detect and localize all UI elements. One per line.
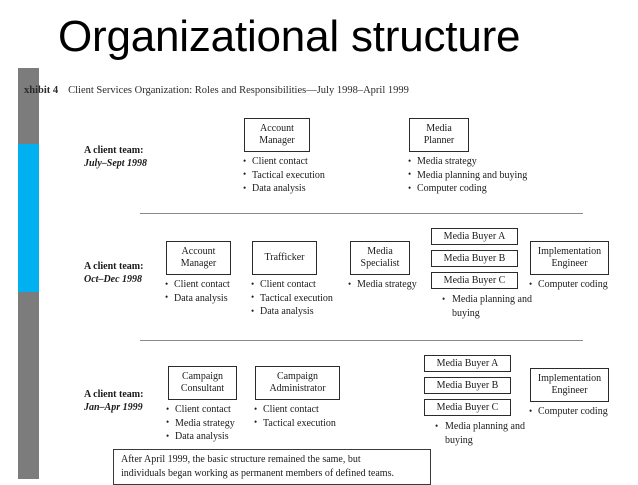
node-media-buyer-a-r2[interactable]: Media Buyer A [431,228,518,245]
bullet-item: Computer coding [408,182,527,196]
row-label-2-top: A client team: [84,261,144,272]
sidebar-accent-highlight [18,144,39,292]
node-media-buyer-a-r2-label: Media Buyer A [443,230,506,242]
row-label-3: A client team: Jan–Apr 1999 [84,388,143,414]
row-label-1-date: July–Sept 1998 [84,158,148,169]
node-account-manager-r1-line2: Manager [259,135,295,146]
bullets-implementation-engineer-r2: Computer coding [529,278,608,292]
bullets-account-manager-r2: Client contact Data analysis [165,278,230,305]
bullet-item: Media strategy [408,155,527,169]
bullets-implementation-engineer-r3: Computer coding [529,405,608,419]
node-campaign-consultant-r3-line2: Consultant [180,383,225,394]
row-divider-1 [140,213,583,214]
bullets-account-manager-r1: Client contact Tactical execution Data a… [243,155,325,196]
node-account-manager-r2-line1: Account [181,245,216,257]
footnote-box: After April 1999, the basic structure re… [113,449,431,485]
row-label-3-date: Jan–Apr 1999 [84,402,143,413]
node-media-specialist-r2[interactable]: Media Specialist [350,241,410,275]
node-implementation-engineer-r2-line2: Engineer [551,258,588,269]
node-trafficker-r2[interactable]: Trafficker [252,241,317,275]
node-campaign-consultant-r3-line1: Campaign [181,370,224,382]
row-label-2-date: Oct–Dec 1998 [84,274,143,285]
bullets-trafficker-r2: Client contact Tactical execution Data a… [251,278,333,319]
bullet-item: Client contact [254,403,336,417]
node-account-manager-r1[interactable]: Account Manager [244,118,310,152]
row-label-1: A client team: July–Sept 1998 [84,144,147,170]
node-media-buyer-c-r2-label: Media Buyer C [443,274,506,286]
row-label-2: A client team: Oct–Dec 1998 [84,260,143,286]
bullet-item: Data analysis [251,305,333,319]
node-media-planner-r1-line1: Media [426,122,452,134]
node-account-manager-r1-line1: Account [260,122,294,134]
bullet-item: Tactical execution [251,291,333,306]
exhibit-caption-text: Client Services Organization: Roles and … [68,85,409,96]
bullets-media-buyers-r3: Media planning and buying [433,420,541,447]
node-account-manager-r2-line2: Manager [180,258,217,269]
bullet-item: Computer coding [529,278,608,292]
sidebar-accent-bar [18,68,39,479]
node-media-buyer-b-r2-label: Media Buyer B [443,252,506,264]
row-divider-2 [140,340,583,341]
bullets-campaign-consultant-r3: Client contact Media strategy Data analy… [166,403,235,444]
bullets-media-buyers-r2: Media planning and buying [440,293,548,320]
bullet-item: Client contact [165,278,230,292]
node-trafficker-r2-line1: Trafficker [264,251,305,263]
node-implementation-engineer-r3-line2: Engineer [551,385,588,396]
node-media-planner-r1-line2: Planner [423,135,455,146]
bullet-item: Data analysis [243,182,325,196]
node-campaign-administrator-r3-line2: Administrator [269,383,326,394]
node-implementation-engineer-r3-line1: Implementation [537,372,602,384]
bullet-item: Media strategy [166,416,235,431]
node-implementation-engineer-r2[interactable]: Implementation Engineer [530,241,609,275]
bullets-media-planner-r1: Media strategy Media planning and buying… [408,155,527,196]
row-label-1-top: A client team: [84,145,144,156]
node-media-buyer-c-r3[interactable]: Media Buyer C [424,399,511,416]
bullet-item: Media strategy [348,278,417,292]
bullets-media-specialist-r2: Media strategy [348,278,417,292]
org-chart-diagram: A client team: July–Sept 1998 Account Ma… [0,100,638,485]
node-implementation-engineer-r2-line1: Implementation [537,245,602,257]
footnote-line-2: individuals began working as permanent m… [121,467,394,479]
bullet-item: Client contact [243,155,325,169]
row-label-3-top: A client team: [84,389,144,400]
bullet-item: Media planning and buying [408,168,527,183]
node-media-buyer-b-r2[interactable]: Media Buyer B [431,250,518,267]
node-media-specialist-r2-line1: Media [367,245,393,257]
exhibit-label: xhibit 4 [24,85,59,96]
footnote-line-1: After April 1999, the basic structure re… [121,454,361,465]
bullets-campaign-administrator-r3: Client contact Tactical execution [254,403,336,430]
node-media-buyer-b-r3-label: Media Buyer B [436,379,499,391]
bullet-item: Data analysis [166,430,235,444]
bullet-item: Client contact [251,278,333,292]
node-media-buyer-c-r3-label: Media Buyer C [436,401,499,413]
node-media-buyer-a-r3[interactable]: Media Buyer A [424,355,511,372]
bullet-item: Data analysis [165,291,230,306]
node-media-buyer-c-r2[interactable]: Media Buyer C [431,272,518,289]
bullet-item: Media planning and buying [440,293,548,320]
bullet-item: Computer coding [529,405,608,419]
node-media-buyer-a-r3-label: Media Buyer A [436,357,499,369]
page-title: Organizational structure [58,12,521,61]
node-implementation-engineer-r3[interactable]: Implementation Engineer [530,368,609,402]
node-campaign-administrator-r3[interactable]: Campaign Administrator [255,366,340,400]
node-account-manager-r2[interactable]: Account Manager [166,241,231,275]
exhibit-caption: xhibit 4 Client Services Organization: Ro… [24,84,409,98]
bullet-item: Client contact [166,403,235,417]
node-media-planner-r1[interactable]: Media Planner [409,118,469,152]
node-media-specialist-r2-line2: Specialist [360,258,400,269]
bullet-item: Tactical execution [243,168,325,183]
node-media-buyer-b-r3[interactable]: Media Buyer B [424,377,511,394]
node-campaign-administrator-r3-line1: Campaign [276,370,319,382]
bullet-item: Media planning and buying [433,420,541,447]
node-campaign-consultant-r3[interactable]: Campaign Consultant [168,366,237,400]
bullet-item: Tactical execution [254,416,336,431]
